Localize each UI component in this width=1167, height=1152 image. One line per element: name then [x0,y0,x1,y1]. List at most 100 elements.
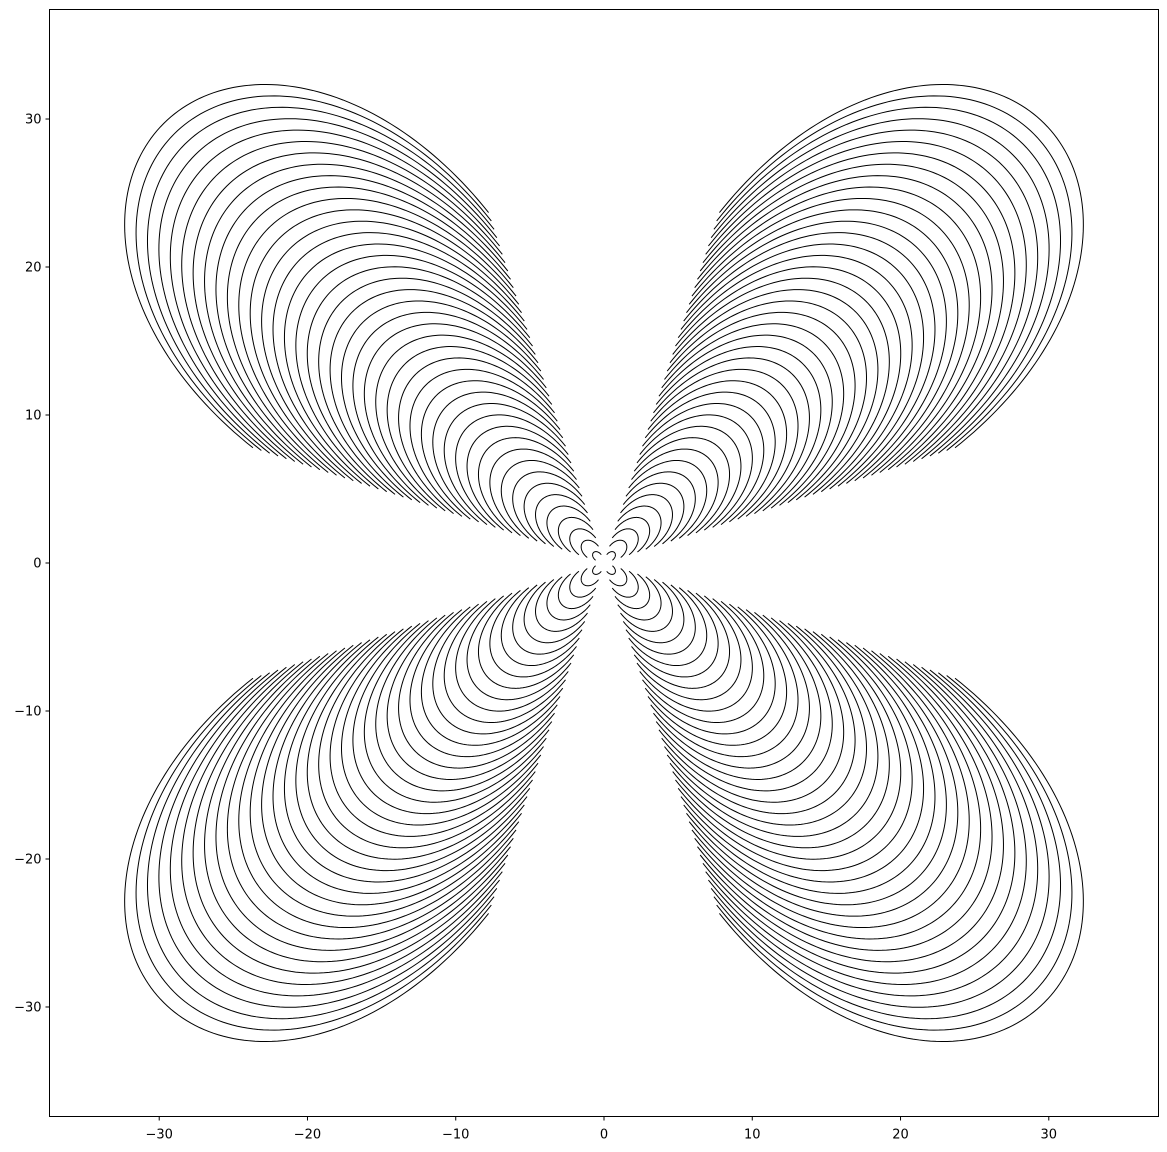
curve-k29-upper-left [272,232,525,484]
curve-k15-lower-left [432,603,564,735]
x-tick-label: 30 [1041,1128,1058,1143]
curve-k27-upper-left [295,254,531,490]
curve-k10-lower-right [631,590,719,678]
curve-k34-lower-right [697,655,993,951]
curve-k35-lower-left [204,658,509,963]
curve-k23-upper-left [340,300,542,501]
curve-k24-upper-right [669,289,879,498]
curve-k28-upper-right [680,243,925,487]
curve-k35-upper-right [699,163,1004,468]
curve-k32-upper-right [691,197,970,476]
curve-k14-lower-right [642,601,765,724]
curve-k36-lower-left [192,661,506,974]
curve-k19-lower-left [386,614,553,780]
curve-k39-upper-left [158,118,498,457]
curve-k35-upper-left [204,163,509,468]
curve-k37-upper-left [181,140,503,462]
curve-k23-upper-right [666,300,868,501]
curve-k10-upper-left [489,448,577,536]
curve-k1-upper-left [592,551,602,561]
curve-k39-lower-left [158,669,498,1008]
curve-k38-lower-left [169,666,500,997]
curve-k16-upper-left [420,380,561,520]
curve-k28-lower-left [283,639,528,883]
curve-k4-lower-right [614,573,651,610]
curve-k32-upper-left [238,197,517,476]
curve-k24-lower-left [329,628,539,837]
curve-k18-lower-left [398,611,555,769]
curve-k30-upper-right [686,220,947,482]
curve-k11-upper-right [633,437,731,534]
curve-k8-upper-left [512,471,583,542]
curve-k40-lower-right [713,672,1062,1020]
curve-k14-lower-left [443,601,566,724]
y-tick-label: −30 [14,1000,41,1015]
curve-k33-lower-left [226,653,514,940]
curve-k19-upper-right [655,346,822,512]
curve-k31-lower-left [249,647,520,917]
curve-k1-upper-right [606,551,616,561]
curve-k2-lower-left [580,568,599,587]
curve-k16-lower-left [420,606,561,746]
curve-k3-lower-right [611,570,639,598]
curve-k38-upper-left [169,129,500,460]
curve-k14-upper-left [443,402,566,525]
curve-k10-lower-left [489,590,577,678]
curve-k39-upper-right [710,118,1050,457]
curve-k41-upper-left [135,95,492,451]
curve-k17-lower-right [650,609,799,758]
curve-k5-upper-right [617,505,662,550]
plot-area [49,9,1159,1117]
curve-k27-lower-left [295,636,531,872]
y-tick-label: 20 [25,261,42,276]
curve-k28-lower-right [680,639,925,883]
curve-k19-lower-right [655,614,822,780]
curve-k21-upper-left [363,323,547,506]
curve-k9-lower-left [500,587,580,667]
curve-k7-lower-right [622,581,685,644]
y-tick-label: 30 [25,113,42,128]
curve-k5-lower-left [546,576,591,621]
curve-k17-upper-right [650,368,799,517]
curve-k24-lower-right [669,628,879,837]
curve-k13-lower-left [455,598,569,712]
curve-k20-lower-left [375,617,550,792]
curve-k12-lower-left [466,595,572,701]
curve-k8-lower-left [512,584,583,655]
curve-k16-lower-right [647,606,788,746]
curve-k37-lower-left [181,664,503,986]
curve-k3-lower-left [569,570,597,598]
curve-k26-lower-right [675,633,902,860]
curve-k32-lower-left [238,650,517,929]
curve-k5-lower-right [617,576,662,621]
curve-k7-upper-left [523,482,586,545]
curve-k3-upper-left [569,528,597,556]
curve-k27-lower-right [677,636,913,872]
curve-k11-upper-left [477,437,575,534]
curve-k39-lower-right [710,669,1050,1008]
curve-k6-upper-right [620,494,673,547]
curve-k15-upper-left [432,391,564,523]
curve-k9-upper-right [628,459,708,539]
curve-k13-lower-right [639,598,753,712]
curve-k38-upper-right [708,129,1039,460]
curve-k29-lower-left [272,642,525,894]
curve-k27-upper-right [677,254,913,490]
x-tick-label: −30 [145,1128,172,1143]
curve-group [124,84,1084,1042]
curve-k15-lower-right [644,603,776,735]
curve-k42-lower-right [719,677,1084,1042]
curve-k26-upper-left [306,266,533,493]
curve-k13-upper-left [455,414,569,528]
curve-k22-upper-left [352,311,544,504]
curve-k37-lower-right [705,664,1027,986]
curve-k23-lower-right [666,625,868,826]
curve-k18-upper-left [398,357,555,515]
x-tick-label: −10 [442,1128,469,1143]
curve-k10-upper-right [631,448,719,536]
curve-k9-upper-left [500,459,580,539]
curve-k12-lower-right [636,595,742,701]
